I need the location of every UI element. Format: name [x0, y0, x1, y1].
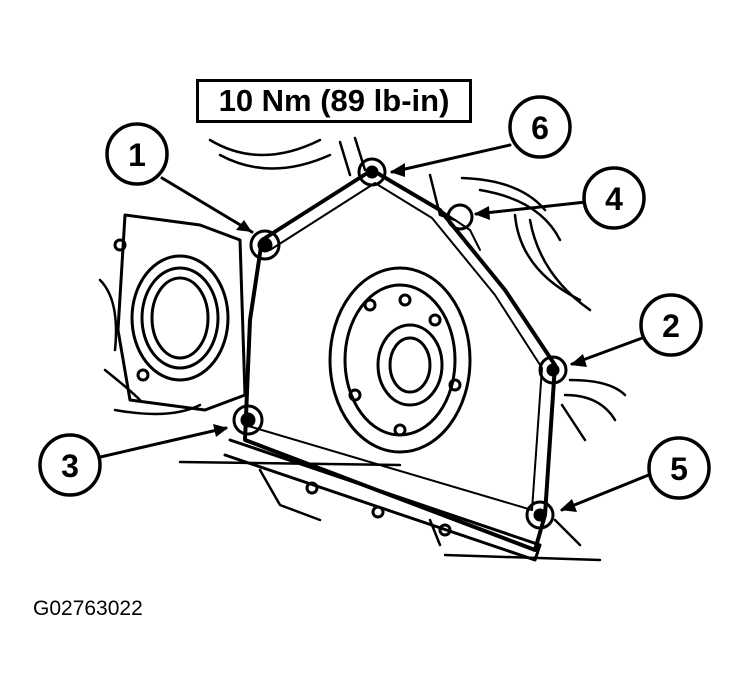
callout-3-circle [38, 433, 102, 497]
bolt-2 [538, 355, 568, 385]
callout-6-circle [508, 95, 572, 159]
engine-block-background [98, 136, 627, 562]
callout-2-circle [639, 293, 703, 357]
crankshaft-seal [328, 266, 472, 454]
callout-numbers: 1 2 3 4 5 6 [61, 110, 688, 487]
callout-1-number: 1 [128, 137, 146, 173]
callout-5-circle [647, 436, 711, 500]
bolt-1 [249, 229, 281, 261]
seal-retainer-plate [243, 168, 557, 552]
callout-3-number: 3 [61, 448, 79, 484]
left-housing-opening [113, 213, 247, 412]
figure-id: G02763022 [33, 597, 143, 620]
callout-6-number: 6 [531, 110, 549, 146]
callout-4-circle [582, 166, 646, 230]
callout-circles [38, 95, 711, 500]
leader-lines [94, 143, 658, 512]
oil-pan-rail [223, 438, 542, 562]
callout-4-number: 4 [605, 181, 623, 217]
bolt-6 [357, 157, 387, 187]
callout-5-number: 5 [670, 451, 688, 487]
callout-1-circle [105, 122, 169, 186]
bolt-3 [232, 404, 264, 436]
torque-spec-label: 10 Nm (89 lb-in) [196, 79, 472, 123]
arrowheads [213, 163, 587, 512]
bolt-4 [446, 203, 474, 231]
bolt-5 [525, 500, 555, 530]
callout-2-number: 2 [662, 308, 680, 344]
